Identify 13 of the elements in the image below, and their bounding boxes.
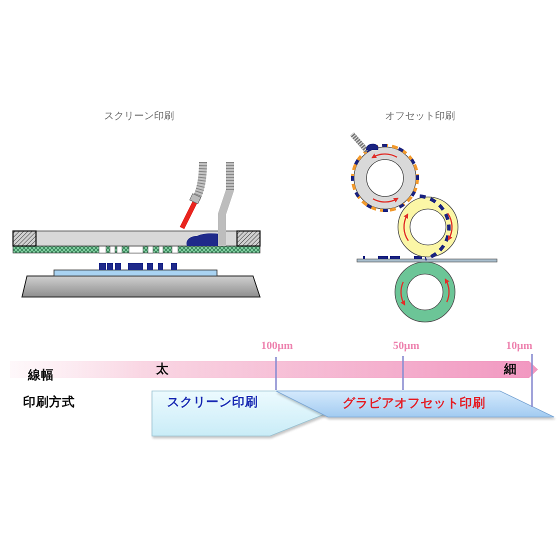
scale-end-label: 太	[156, 362, 169, 376]
range-pentagon	[152, 391, 326, 436]
scale-end-label: 細	[504, 362, 517, 376]
scale-value: 50μm	[393, 340, 420, 353]
illustration-caption: オフセット印刷	[385, 111, 455, 122]
range-parallelogram	[276, 391, 554, 418]
scale-value: 100μm	[261, 340, 293, 353]
row-heading: 印刷方式	[23, 395, 75, 410]
method-label: スクリーン印刷	[167, 395, 258, 410]
scale-value: 10μm	[506, 340, 532, 353]
illustration-caption: スクリーン印刷	[104, 111, 174, 122]
method-label: グラビアオフセット印刷	[342, 396, 486, 410]
row-heading: 線幅	[28, 368, 54, 382]
